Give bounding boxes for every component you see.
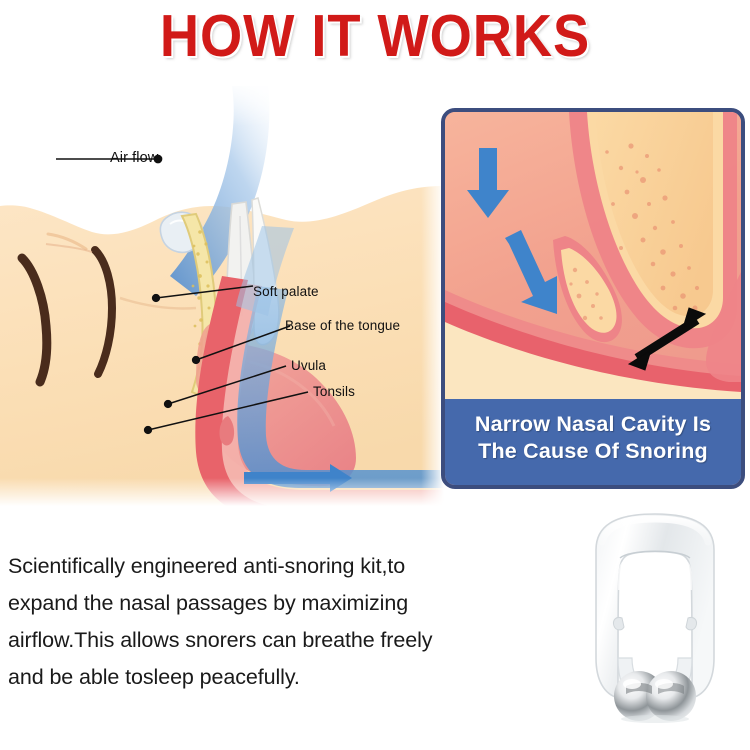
clip-body — [595, 513, 715, 700]
description-line-2: expand the nasal passages by maximizing — [8, 591, 409, 615]
label-uvula: Uvula — [291, 358, 327, 373]
label-tonsils: Tonsils — [313, 384, 355, 399]
magnet-ball-right — [646, 671, 696, 721]
description-text: Scientifically engineered anti-snoring k… — [8, 548, 553, 696]
nasal-cavity-svg — [445, 112, 741, 409]
page-title: HOW IT WORKS — [159, 3, 591, 69]
description-line-3: airflow.This allows snorers can breathe … — [8, 628, 433, 652]
anatomy-svg — [0, 86, 444, 506]
nasal-cavity-illustration — [445, 112, 741, 409]
narrow-gap-double-arrow — [627, 307, 707, 371]
head-cross-section-illustration — [0, 86, 444, 506]
label-base-of-tongue: Base of the tongue — [285, 318, 401, 333]
product-photo-nose-clip — [560, 508, 750, 723]
caption-line-2: The Cause Of Snoring — [478, 439, 708, 463]
description-line-4: and be able tosleep peacefully. — [8, 665, 300, 689]
nose-clip-svg — [595, 513, 715, 723]
label-soft-palate: Soft palate — [253, 284, 319, 299]
description-line-1: Scientifically engineered anti-snoring k… — [8, 554, 406, 578]
label-air-flow: Air flow — [110, 150, 159, 166]
panel-caption: Narrow Nasal Cavity Is The Cause Of Snor… — [445, 399, 741, 485]
nasal-cavity-inset-panel: Narrow Nasal Cavity Is The Cause Of Snor… — [441, 108, 745, 489]
eye-and-brow — [17, 232, 117, 387]
caption-line-1: Narrow Nasal Cavity Is — [474, 412, 712, 436]
blue-airflow-arrows — [467, 148, 557, 314]
